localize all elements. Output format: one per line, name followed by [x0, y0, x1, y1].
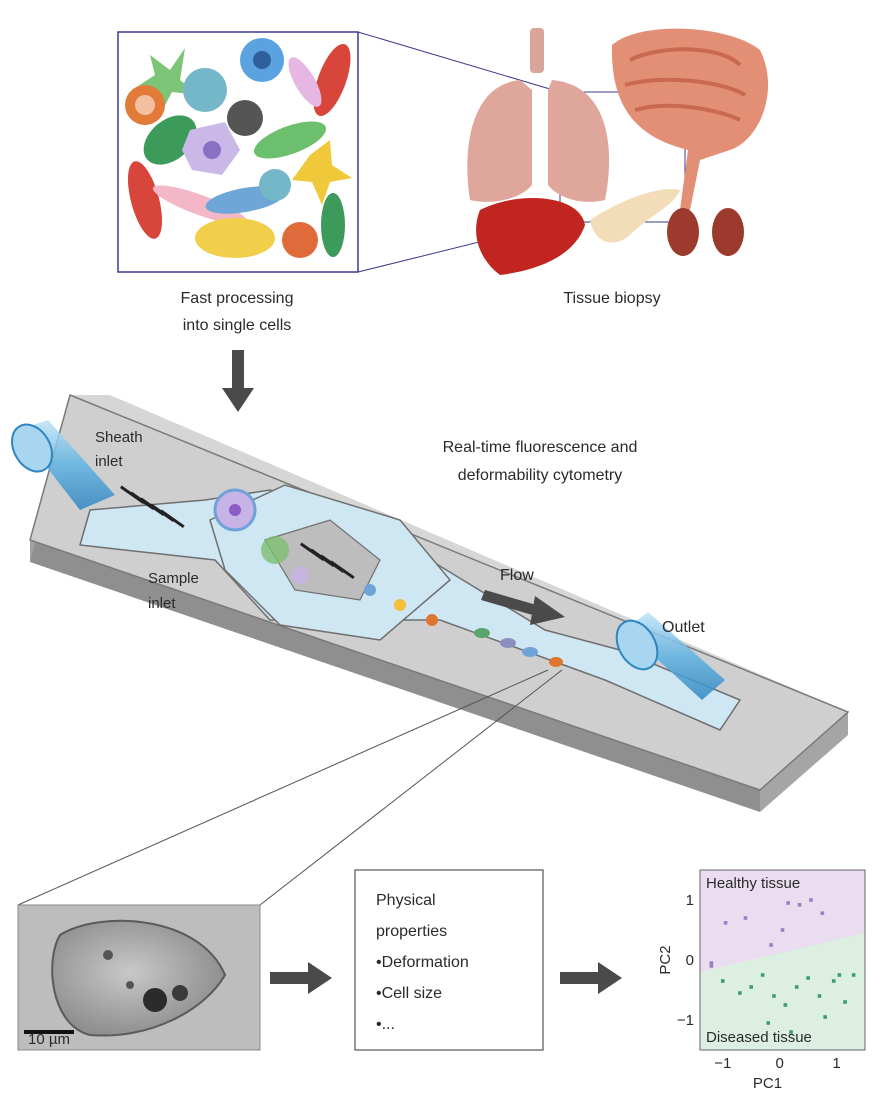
- zoom-line-left: [17, 669, 549, 906]
- diseased-point: [772, 994, 776, 998]
- filter-posts: [120, 485, 355, 580]
- trachea: [530, 28, 544, 73]
- star-cell: [135, 48, 200, 115]
- diseased-tissue-label: Diseased tissue: [706, 1029, 812, 1046]
- healthy-point: [786, 901, 790, 905]
- scale-bar-label: 10 µm: [28, 1031, 70, 1048]
- right-arrow-icon-2: [560, 962, 622, 994]
- realtime-label-2: deformability cytometry: [458, 467, 623, 484]
- properties-box: [354, 869, 544, 1051]
- diseased-point: [749, 985, 754, 989]
- plot-frame: [699, 869, 866, 1051]
- right-lung: [548, 80, 610, 202]
- y-axis-label: PC2: [657, 945, 674, 974]
- down-arrow-icon: [222, 350, 254, 412]
- y-tick-label: 1: [686, 892, 694, 909]
- x-tick-label: 0: [775, 1055, 783, 1072]
- healthy-point: [820, 911, 825, 915]
- diseased-point: [837, 973, 842, 977]
- x-axis-label: PC1: [753, 1075, 782, 1092]
- x-tick-label: 1: [832, 1055, 840, 1072]
- diseased-region: [700, 933, 865, 1050]
- diseased-point: [783, 1003, 788, 1007]
- healthy-point: [780, 928, 785, 932]
- healthy-point: [709, 961, 714, 965]
- property-deformation: •Deformation: [376, 954, 469, 971]
- chip-side: [30, 540, 760, 812]
- diseased-point: [823, 1015, 827, 1019]
- zoom-connector: [357, 31, 561, 93]
- sheath-inlet-label-2: inlet: [95, 453, 123, 470]
- dark-cell: [227, 100, 263, 136]
- liver: [476, 198, 585, 275]
- microfluidic-chip: [11, 393, 850, 812]
- healthy-point: [809, 898, 813, 902]
- y-tick-label: −1: [677, 1012, 694, 1029]
- diseased-point: [766, 1021, 771, 1025]
- yellow-star-cell: [292, 140, 352, 205]
- organs-illustration: [467, 28, 769, 275]
- kidney-left: [667, 208, 699, 256]
- outlet-label: Outlet: [662, 619, 705, 636]
- round-cell: [183, 68, 227, 112]
- fast-processing-label-1: Fast processing: [181, 290, 294, 307]
- scale-bar: [24, 1030, 74, 1034]
- sheath-inlet-label-1: Sheath: [95, 429, 143, 446]
- healthy-tissue-label: Healthy tissue: [706, 875, 800, 892]
- elongated-cell: [313, 43, 351, 117]
- x-tick-label: −1: [714, 1055, 731, 1072]
- property-cell-size: •Cell size: [376, 985, 442, 1002]
- diseased-point: [806, 976, 810, 980]
- healthy-point: [723, 921, 728, 925]
- flow-arrow-icon: [481, 590, 565, 625]
- diseased-point: [851, 973, 856, 977]
- zoom-line-right: [259, 669, 563, 906]
- properties-title-2: properties: [376, 923, 447, 940]
- healthy-point: [769, 943, 773, 947]
- properties-title-1: Physical: [376, 892, 436, 909]
- pancreas: [590, 189, 680, 243]
- sample-inlet-label-1: Sample: [148, 570, 199, 587]
- tissue-biopsy-label: Tissue biopsy: [563, 290, 660, 307]
- healthy-point: [797, 903, 802, 907]
- right-arrow-icon: [270, 962, 332, 994]
- cell-outline: [51, 919, 227, 1037]
- y-tick-label: 0: [686, 952, 694, 969]
- realtime-label-1: Real-time fluorescence and: [443, 439, 638, 456]
- sheath-inlet-tube: [11, 420, 115, 510]
- intestines: [611, 28, 769, 210]
- diseased-point: [843, 1000, 847, 1004]
- property-more: •...: [376, 1016, 395, 1033]
- fast-processing-label-2: into single cells: [183, 317, 292, 334]
- cell-micrograph: [17, 904, 261, 1051]
- flow-label: Flow: [500, 567, 534, 584]
- diseased-point: [789, 1030, 793, 1034]
- healthy-point: [709, 964, 714, 968]
- kidney-right: [712, 208, 744, 256]
- left-lung: [467, 80, 532, 202]
- diseased-point: [760, 973, 765, 977]
- healthy-point: [743, 916, 748, 920]
- diseased-point: [831, 979, 836, 983]
- diseased-point: [794, 985, 799, 989]
- outlet-tube: [615, 612, 725, 700]
- diseased-point: [738, 991, 742, 995]
- diseased-point: [720, 979, 725, 983]
- single-cells-collage: [117, 31, 359, 273]
- diseased-point: [817, 994, 822, 998]
- sample-inlet-label-2: inlet: [148, 595, 176, 612]
